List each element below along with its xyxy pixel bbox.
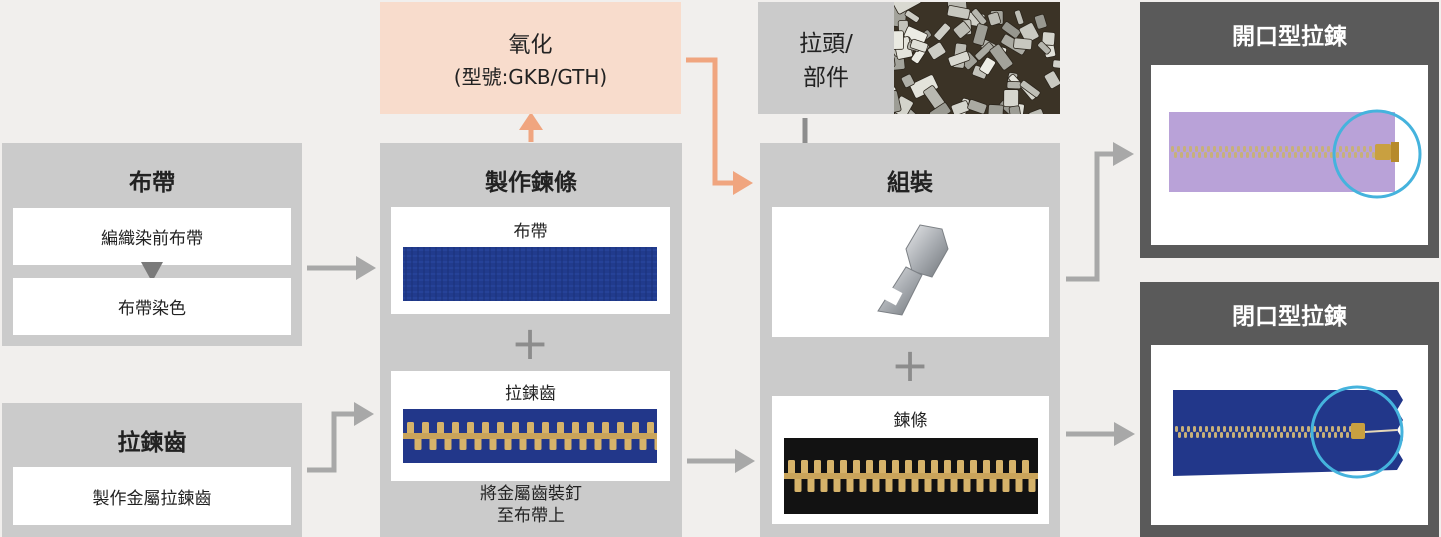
- zipper-slider-image: [877, 224, 949, 316]
- slider-parts-line2: 部件: [803, 65, 849, 91]
- highlight-circle-icon: [1310, 385, 1404, 479]
- open-zipper-panel: 開口型拉鍊: [1140, 2, 1439, 258]
- plus-icon: +: [510, 316, 550, 370]
- chain-card: 鍊條: [772, 396, 1049, 524]
- zipper-chain-image: [403, 409, 657, 463]
- fabric-step-weave-label: 編織染前布帶: [101, 229, 203, 249]
- highlight-circle-icon: [1332, 109, 1422, 199]
- down-triangle-icon: [141, 262, 163, 282]
- make-chain-note-line1: 將金屬齒裝釘: [480, 484, 582, 504]
- fabric-title: 布帶: [129, 170, 175, 196]
- arrow-teeth-to-chain: [307, 402, 374, 473]
- slider-parts-photo: [894, 2, 1060, 114]
- blue-tape-image: [403, 247, 657, 301]
- assembly-title: 組裝: [887, 170, 933, 196]
- slider-parts-box: 拉頭/ 部件: [758, 2, 1060, 114]
- slider-parts-line1: 拉頭/: [799, 31, 853, 57]
- plus-icon: +: [890, 338, 930, 392]
- make-chain-note: 將金屬齒裝釘 至布帶上: [380, 483, 682, 527]
- arrow-chain-to-assembly: [687, 449, 755, 473]
- teeth-step-make: 製作金屬拉鍊齒: [13, 467, 291, 525]
- closed-zipper-title: 閉口型拉鍊: [1232, 304, 1347, 330]
- slider-card: [772, 207, 1049, 337]
- closed-zipper-card: [1151, 345, 1428, 525]
- fabric-panel: 布帶 編織染前布帶 布帶染色: [2, 143, 302, 346]
- teeth-panel: 拉鍊齒 製作金屬拉鍊齒: [2, 403, 302, 537]
- arrow-assembly-to-closed: [1066, 422, 1135, 446]
- closed-zipper-panel: 閉口型拉鍊: [1140, 282, 1439, 537]
- zipper-chain-image: [784, 438, 1038, 514]
- arrow-oxidation-to-assembly: [686, 57, 753, 195]
- chain-card-label: 鍊條: [893, 411, 928, 431]
- closed-zipper-image: [1173, 390, 1403, 476]
- open-zipper-title: 開口型拉鍊: [1232, 24, 1347, 50]
- slider-parts-label: 拉頭/ 部件: [758, 2, 894, 114]
- make-chain-note-line2: 至布帶上: [497, 506, 565, 526]
- oxidation-title: 氧化: [508, 32, 553, 58]
- open-zipper-card: [1151, 65, 1428, 245]
- oxidation-box: 氧化 (型號:GKB/GTH): [380, 2, 681, 114]
- make-chain-panel: 製作鍊條 布帶 + 拉鍊齒 將金屬齒裝釘 至布帶上: [380, 143, 682, 537]
- oxidation-model: (型號:GKB/GTH): [453, 64, 608, 89]
- make-chain-title: 製作鍊條: [485, 170, 577, 196]
- assembly-panel: 組裝 + 鍊條: [760, 143, 1060, 537]
- teeth-card-label: 拉鍊齒: [505, 384, 556, 404]
- teeth-card: 拉鍊齒: [391, 371, 670, 481]
- arrow-chain-to-oxidation: [519, 112, 543, 142]
- fabric-step-dye-label: 布帶染色: [118, 299, 186, 319]
- arrow-assembly-to-open: [1066, 142, 1134, 282]
- open-zipper-image: [1169, 112, 1399, 192]
- tape-card-label: 布帶: [513, 222, 548, 242]
- fabric-step-weave: 編織染前布帶: [13, 208, 291, 265]
- tape-card: 布帶: [391, 207, 670, 314]
- arrow-fabric-to-chain: [307, 256, 376, 280]
- fabric-step-dye: 布帶染色: [13, 278, 291, 335]
- teeth-title: 拉鍊齒: [117, 430, 187, 456]
- teeth-step-make-label: 製作金屬拉鍊齒: [92, 488, 212, 509]
